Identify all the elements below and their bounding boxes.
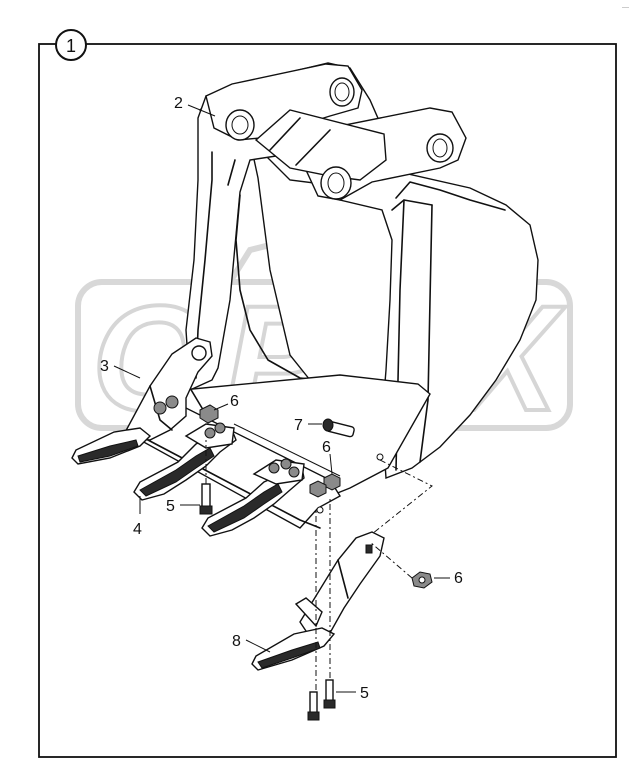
- diagram-frame: [38, 43, 617, 758]
- callout-6-right: 6: [434, 570, 463, 587]
- callout-label-7: 7: [294, 417, 303, 434]
- pin: [322, 418, 355, 438]
- nut-separate: [411, 571, 433, 589]
- callout-3: 3: [100, 358, 141, 379]
- callout-4: 4: [133, 496, 142, 538]
- callout-label-5b: 5: [360, 685, 369, 702]
- nut-lower: [309, 480, 327, 498]
- callout-5-lower: 5: [336, 685, 369, 702]
- callout-label-5a: 5: [166, 498, 175, 515]
- nut-upper: [199, 404, 219, 424]
- assembly-number: 1: [66, 36, 76, 56]
- callout-5-center: 5: [166, 498, 200, 515]
- bolt-pair: [307, 679, 336, 721]
- callout-label-4: 4: [133, 521, 142, 538]
- callout-6-upper: 6: [213, 393, 239, 411]
- callout-2: 2: [174, 95, 216, 117]
- callout-6-mid: 6: [322, 439, 333, 475]
- bucket-body: [139, 62, 539, 529]
- callout-label-3: 3: [100, 358, 109, 375]
- callout-8: 8: [232, 633, 271, 653]
- callout-label-6c: 6: [454, 570, 463, 587]
- side-cutter-exploded: [251, 531, 385, 671]
- callout-label-6a: 6: [230, 393, 239, 410]
- assembly-lines: [205, 440, 433, 690]
- callout-7: 7: [294, 417, 322, 434]
- assembly-number-badge: 1: [55, 29, 87, 61]
- callout-label-2: 2: [174, 95, 183, 112]
- bolt-center: [199, 483, 213, 515]
- callout-label-6b: 6: [322, 439, 331, 456]
- tooth-assembly-left: [133, 422, 237, 501]
- tooth-assembly-right: [201, 458, 305, 537]
- side-cutter: [71, 337, 213, 465]
- corner-mark: —: [622, 4, 629, 11]
- callout-label-8: 8: [232, 633, 241, 650]
